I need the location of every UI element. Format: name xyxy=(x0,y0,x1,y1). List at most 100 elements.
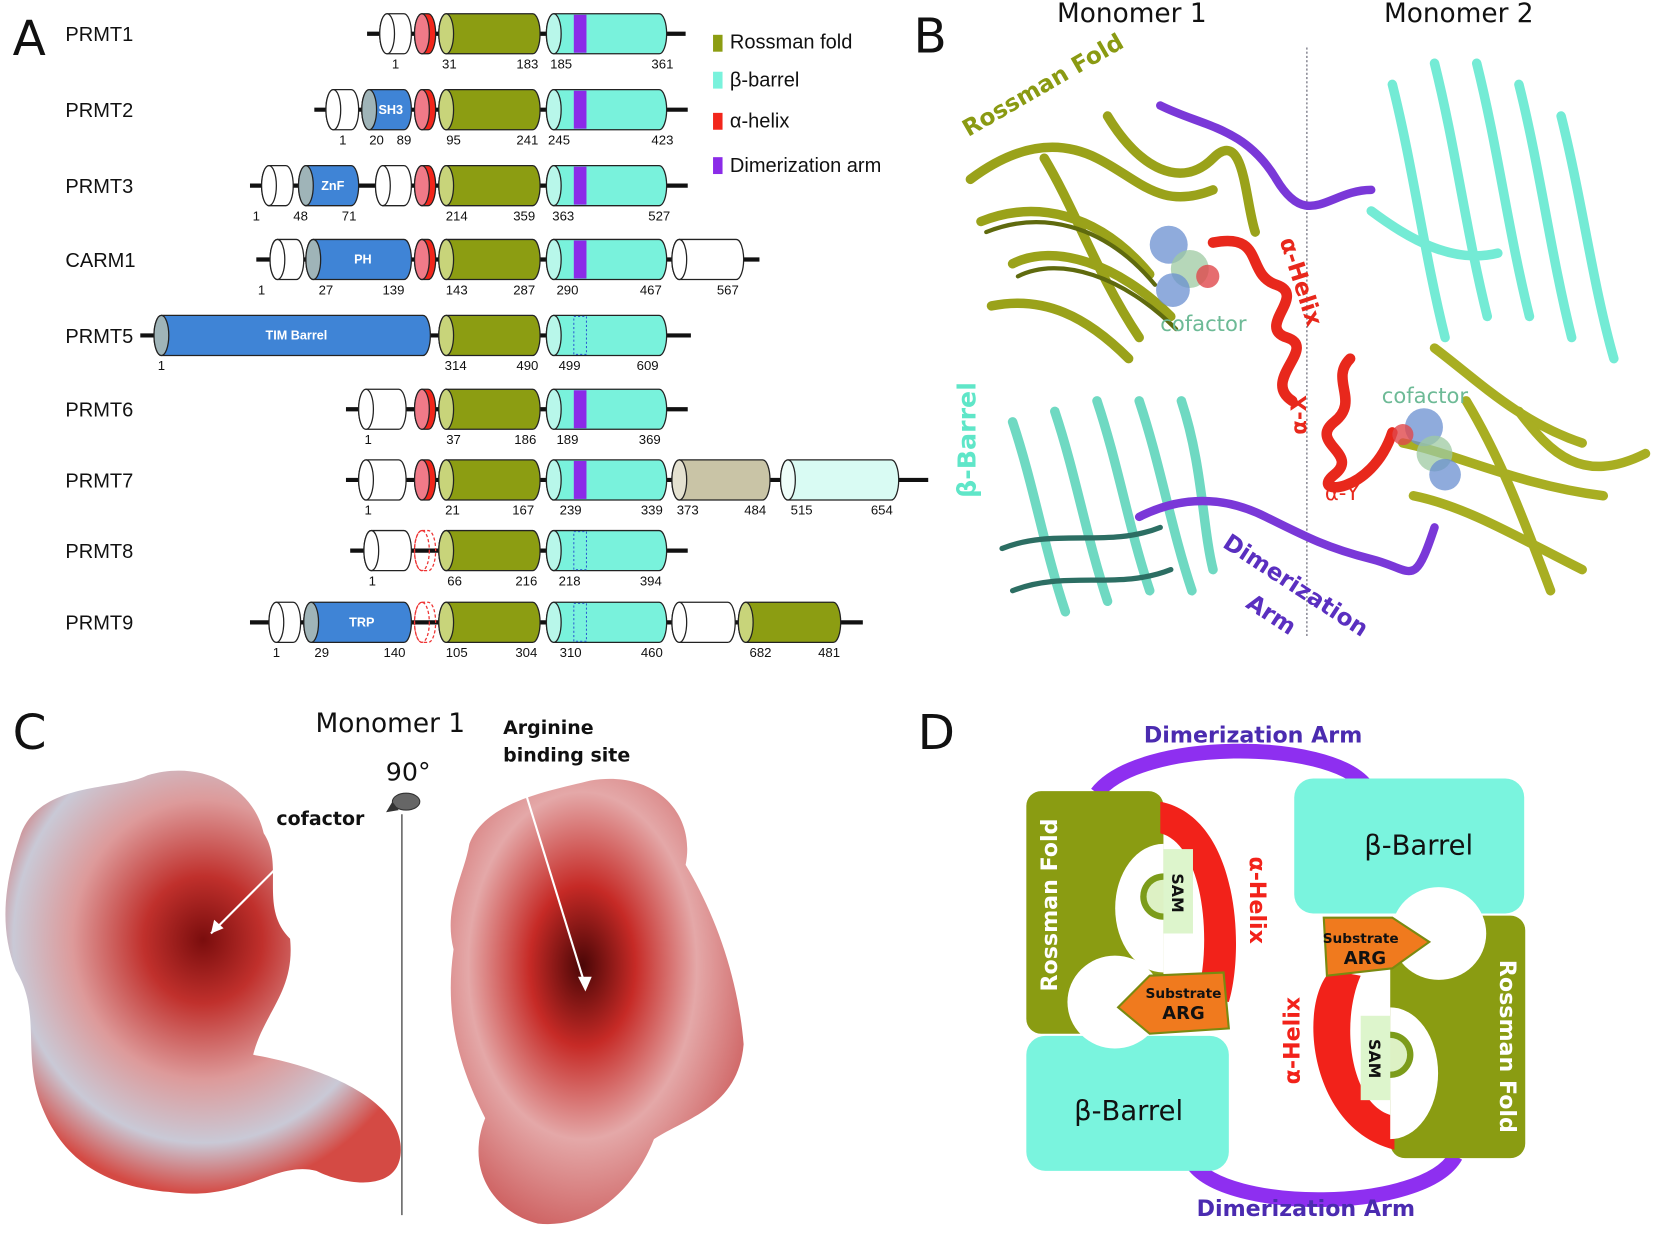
sam-left-label: SAM xyxy=(1168,873,1187,912)
domain-cap xyxy=(737,601,754,644)
domain-cap xyxy=(305,238,322,281)
beta-barrel-right xyxy=(1294,778,1525,914)
legend-helix: α-helix xyxy=(730,111,789,133)
domain-unknown xyxy=(671,238,745,281)
domain-cap xyxy=(545,164,562,207)
residue-number: 484 xyxy=(744,503,766,518)
domain-unknown xyxy=(357,388,407,430)
domain-barrel xyxy=(545,459,668,501)
domain-body xyxy=(545,13,668,55)
domain-barrel xyxy=(545,238,668,281)
residue-number: 185 xyxy=(550,57,572,72)
panel-b-label: B xyxy=(913,9,946,65)
domain-cap xyxy=(671,238,688,281)
rotation-arrow-icon xyxy=(386,792,421,813)
residue-number: 527 xyxy=(648,208,670,223)
residue-number: 499 xyxy=(559,358,581,373)
domain-cap xyxy=(438,13,455,55)
residue-number: 515 xyxy=(791,503,813,518)
domain-cap xyxy=(438,459,455,501)
protein-name: PRMT8 xyxy=(65,541,133,563)
legend-swatch-barrel xyxy=(713,71,723,89)
domain-cap xyxy=(438,314,455,357)
domain-barrel xyxy=(545,388,668,430)
protein-name: PRMT5 xyxy=(65,326,133,348)
rossman-fold-shadow-1 xyxy=(984,220,1179,332)
domain-helix xyxy=(413,13,437,55)
arginine-label-line1: Arginine xyxy=(503,717,594,739)
rossman-fold-ribbon-1 xyxy=(965,111,1260,364)
residue-number: 71 xyxy=(342,208,357,223)
domain-cap xyxy=(363,529,380,572)
substrate-left-label: Substrate xyxy=(1145,986,1221,1002)
arg-left-label: ARG xyxy=(1162,1003,1204,1024)
domain-barrel xyxy=(545,89,668,131)
domain-cap xyxy=(413,238,430,281)
domain-label: ZnF xyxy=(321,179,344,193)
domain-cap xyxy=(545,314,562,357)
domain-unknown xyxy=(269,238,305,281)
residue-number: 394 xyxy=(640,573,662,588)
alpha-helix-right xyxy=(1313,970,1395,1150)
residue-number: 314 xyxy=(445,358,467,373)
arginine-pointer xyxy=(515,764,587,987)
domain-cap xyxy=(260,164,277,207)
protein-name: PRMT9 xyxy=(65,613,133,635)
domain-barrel xyxy=(545,164,668,207)
arginine-label-line2: binding site xyxy=(503,745,630,767)
domain-body xyxy=(545,388,668,430)
cofactor-label: cofactor xyxy=(276,808,365,830)
domain-cap xyxy=(413,459,430,501)
dimerization-arm-mark xyxy=(573,460,587,499)
residue-number: 143 xyxy=(446,282,468,297)
residue-number: 239 xyxy=(560,503,582,518)
residue-number: 37 xyxy=(446,432,461,447)
domain-barrel-noarm xyxy=(545,314,668,357)
protein-name: PRMT3 xyxy=(65,176,133,198)
protein-name: PRMT2 xyxy=(65,100,133,122)
residue-number: 245 xyxy=(548,133,570,148)
beta-barrel-left xyxy=(1026,1035,1229,1171)
domain-cap xyxy=(297,164,314,207)
residue-number: 1 xyxy=(253,208,260,223)
domain-barrel xyxy=(545,13,668,55)
residue-number: 189 xyxy=(556,432,578,447)
domain-cap xyxy=(671,601,688,644)
residue-number: 361 xyxy=(651,57,673,72)
cofactor-spheres-1 xyxy=(1149,225,1220,307)
dimerization-arm-bottom-label: Dimerization Arm xyxy=(1197,1196,1415,1222)
rossman-fold-left-label: Rossman Fold xyxy=(1037,819,1063,992)
residue-number: 1 xyxy=(339,133,346,148)
domain-cap xyxy=(374,164,391,207)
residue-number: 186 xyxy=(514,432,536,447)
residue-number: 218 xyxy=(559,573,581,588)
substrate-arg-left-arrow xyxy=(1116,971,1230,1035)
domain-body xyxy=(779,459,900,501)
panel-d-label: D xyxy=(918,705,955,761)
domain-helix-absent xyxy=(413,529,437,572)
residue-number: 214 xyxy=(446,208,468,223)
alpha-y-label: α-Y xyxy=(1325,480,1360,505)
domain-blue: TIM Barrel xyxy=(153,314,431,357)
domain-cap xyxy=(779,459,796,501)
residue-number: 682 xyxy=(750,645,772,660)
domain-cap xyxy=(413,89,430,131)
domain-cap xyxy=(545,89,562,131)
dimerization-arm-mark xyxy=(573,90,587,129)
domain-helix-absent xyxy=(413,601,437,644)
residue-number: 105 xyxy=(446,645,468,660)
dimerization-arm-absent-mark xyxy=(573,315,587,355)
domain-helix xyxy=(413,388,437,430)
domain-cap xyxy=(438,238,455,281)
residue-number: 1 xyxy=(158,358,165,373)
domain-blue: PH xyxy=(305,238,412,281)
dimerization-arm-ribbon xyxy=(1134,101,1439,576)
domain-cap xyxy=(545,388,562,430)
domain-tan xyxy=(671,459,771,501)
